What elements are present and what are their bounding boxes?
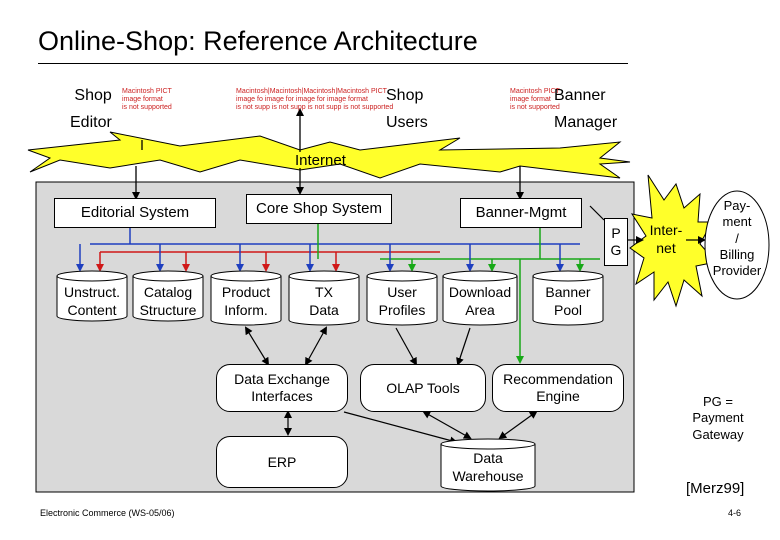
- unstruct-content-label: Unstruct. Content: [63, 284, 120, 318]
- datastore-download-area: Download Area: [442, 270, 518, 326]
- olap-tools: OLAP Tools: [360, 364, 486, 412]
- erp-system: ERP: [216, 436, 348, 488]
- data-warehouse-label: Data Warehouse: [452, 450, 524, 484]
- recommendation-engine: Recommendation Engine: [492, 364, 624, 412]
- internet-right-label: Inter- net: [649, 222, 683, 256]
- banner-mgmt-system: Banner-Mgmt: [460, 198, 582, 228]
- datastore-product-inform: Product Inform.: [210, 270, 282, 326]
- internet-label: Internet: [295, 152, 346, 169]
- payment-provider-label: Pay- ment / Billing Provider: [712, 198, 762, 278]
- datastore-tx-data: TX Data: [288, 270, 360, 326]
- page-title: Online-Shop: Reference Architecture: [38, 26, 478, 56]
- shop-users-image-placeholder: Macintosh|Macintosh|Macintosh|Macintosh …: [236, 88, 394, 112]
- download-area-label: Download Area: [448, 284, 512, 318]
- editorial-system: Editorial System: [54, 198, 216, 228]
- payment-provider: Pay- ment / Billing Provider: [704, 190, 770, 300]
- pg-legend: PG = Payment Gateway: [692, 394, 744, 442]
- shop-users-label: Shop Users: [386, 87, 428, 132]
- internet-burst: [27, 131, 631, 179]
- user-profiles-label: User Profiles: [378, 284, 426, 318]
- data-exchange-interfaces: Data Exchange Interfaces: [216, 364, 348, 412]
- title-rule: [38, 63, 628, 64]
- datastore-catalog-structure: Catalog Structure: [132, 270, 204, 322]
- product-inform-label: Product Inform.: [221, 284, 271, 318]
- payment-gateway-box: P G: [604, 218, 628, 266]
- core-shop-system: Core Shop System: [246, 194, 392, 224]
- footer-page-number: 4-6: [728, 508, 742, 518]
- datastore-data-warehouse: Data Warehouse: [440, 438, 536, 492]
- shop-editor-image-placeholder: Macintosh PICT image format is not suppo…: [122, 88, 172, 112]
- catalog-structure-label: Catalog Structure: [139, 284, 197, 318]
- banner-manager-image-placeholder: Macintosh PICT image format is not suppo…: [510, 88, 560, 112]
- tx-data-label: TX Data: [309, 284, 339, 318]
- datastore-user-profiles: User Profiles: [366, 270, 438, 326]
- datastore-banner-pool: Banner Pool: [532, 270, 604, 326]
- internet-right-burst: [629, 174, 717, 308]
- citation: [Merz99]: [686, 480, 745, 497]
- banner-manager-label: Banner Manager: [554, 87, 618, 132]
- footer-course: Electronic Commerce (WS-05/06): [40, 508, 175, 518]
- datastore-unstruct-content: Unstruct. Content: [56, 270, 128, 322]
- shop-editor-label: Shop Editor: [70, 87, 112, 132]
- banner-pool-label: Banner Pool: [545, 284, 591, 318]
